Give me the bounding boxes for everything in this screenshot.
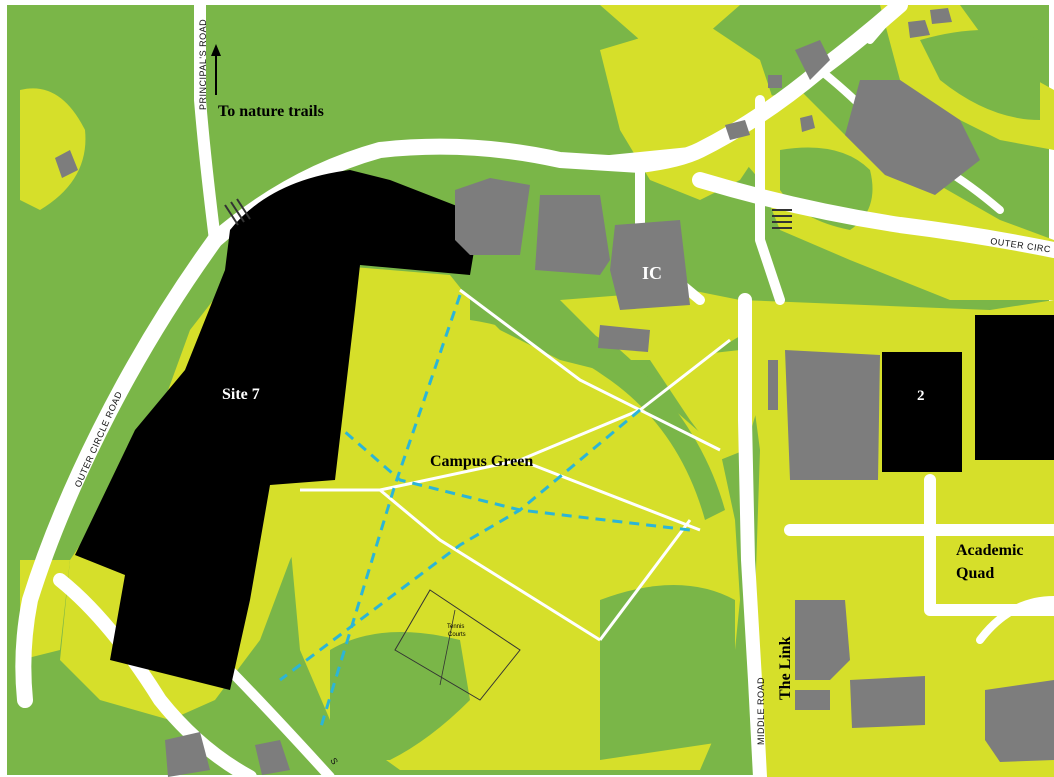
label-courts: Courts	[448, 632, 466, 638]
label-bottom-road-fragment: S	[328, 756, 340, 767]
label-quad[interactable]: Quad	[956, 565, 994, 582]
tennis-courts[interactable]	[394, 589, 521, 701]
grey-buildings	[55, 8, 1054, 777]
site-7-building[interactable]	[75, 170, 480, 690]
dashed-paths	[279, 294, 691, 731]
label-principals-road: PRINCIPAL'S ROAD	[198, 19, 208, 110]
east-black-block	[975, 315, 1054, 460]
footpaths	[300, 288, 731, 642]
label-the-link[interactable]: The Link	[777, 636, 794, 700]
label-campus-green[interactable]: Campus Green	[430, 453, 533, 470]
label-middle-road: MIDDLE ROAD	[756, 677, 766, 745]
label-tennis: Tennis	[447, 624, 464, 630]
label-to-nature-trails: To nature trails	[218, 103, 324, 120]
label-site-7[interactable]: Site 7	[222, 386, 260, 403]
building-2[interactable]	[882, 352, 962, 472]
label-ic[interactable]: IC	[642, 263, 662, 283]
stairs-hatch	[224, 198, 792, 229]
label-building-2[interactable]: 2	[917, 388, 925, 404]
label-academic[interactable]: Academic	[956, 542, 1024, 559]
north-arrow-icon	[211, 44, 221, 95]
